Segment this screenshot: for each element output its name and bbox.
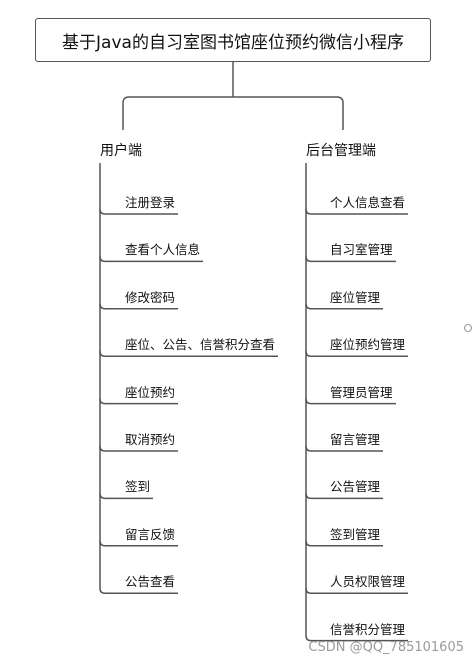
leaf-node: 信誉积分管理 — [330, 621, 406, 637]
leaf-node: 注册登录 — [125, 195, 176, 210]
leaf-node: 自习室管理 — [330, 242, 393, 258]
leaf-node: 留言反馈 — [125, 526, 176, 542]
watermark: CSDN @QQ_785101605 — [308, 640, 464, 655]
root-title: 基于Java的自习室图书馆座位预约微信小程序 — [62, 32, 404, 53]
connector-line — [99, 540, 178, 594]
leaf-node: 座位管理 — [330, 289, 381, 305]
leaf-node: 签到管理 — [330, 526, 381, 542]
leaf-node: 修改密码 — [125, 289, 176, 305]
leaf-node: 座位预约 — [125, 384, 176, 400]
leaf-node: 查看个人信息 — [125, 242, 201, 258]
connector-line — [305, 588, 408, 642]
leaf-node: 签到 — [125, 479, 151, 495]
leaf-node: 座位、公告、信誉积分查看 — [125, 337, 276, 353]
leaf-node: 座位预约管理 — [330, 337, 406, 353]
leaf-node: 留言管理 — [330, 432, 381, 447]
leaf-node: 个人信息查看 — [330, 195, 406, 210]
leaf-node: 取消预约 — [125, 432, 176, 447]
connector-line — [122, 96, 344, 130]
branch-label-0: 用户端 — [100, 143, 142, 159]
branch-label-1: 后台管理端 — [306, 143, 376, 159]
leaf-node: 公告管理 — [330, 479, 381, 495]
leaf-node: 人员权限管理 — [330, 574, 406, 590]
circle-icon — [464, 324, 472, 332]
leaf-node: 公告查看 — [125, 574, 176, 590]
leaf-node: 管理员管理 — [330, 384, 393, 400]
root-node: 基于Java的自习室图书馆座位预约微信小程序 — [35, 18, 431, 62]
